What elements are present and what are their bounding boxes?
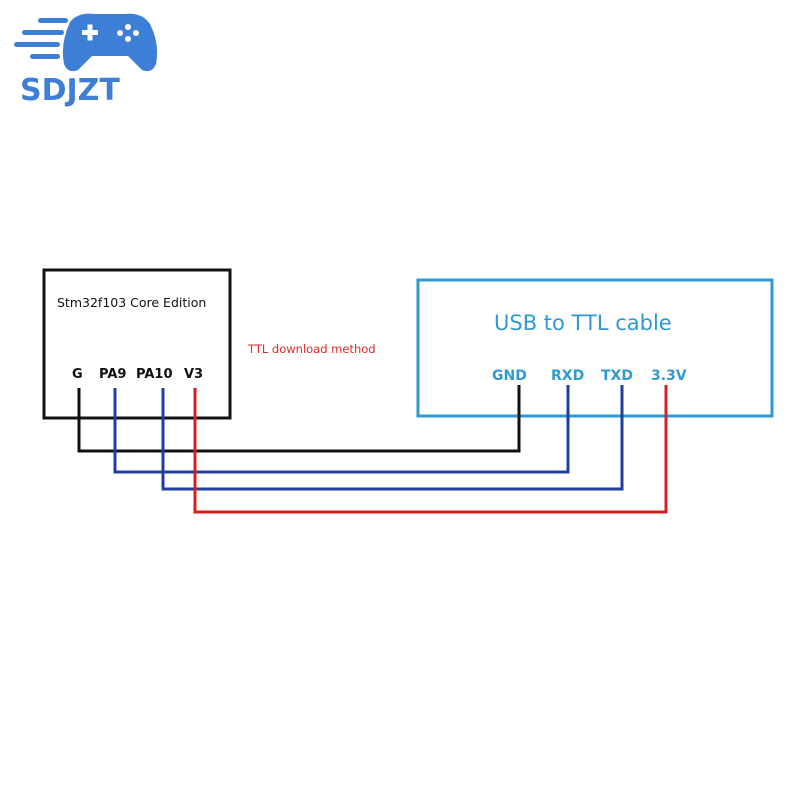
logo-text: SDJZT xyxy=(20,73,120,108)
brand-logo: SDJZT xyxy=(14,13,158,108)
stm32-module: Stm32f103 Core Edition G PA9 PA10 V3 xyxy=(42,268,232,420)
pin-label-pa9: PA9 xyxy=(99,367,126,382)
pin-label-txd: TXD xyxy=(601,368,633,384)
stm32-module-box xyxy=(42,268,232,420)
pin-label-v3: V3 xyxy=(184,367,203,382)
pin-label-3v3: 3.3V xyxy=(651,368,687,384)
pin-label-pa10: PA10 xyxy=(136,367,173,382)
usb-ttl-module-title: USB to TTL cable xyxy=(494,311,672,335)
wire-ground xyxy=(77,385,521,453)
wire-rx-tx xyxy=(161,385,624,491)
stm32-module-title: Stm32f103 Core Edition xyxy=(57,295,206,310)
pin-label-gnd: GND xyxy=(492,368,527,384)
wire-power xyxy=(193,385,668,514)
wires xyxy=(77,385,668,514)
gamepad-icon xyxy=(14,13,158,72)
pin-label-rxd: RXD xyxy=(551,368,584,384)
diagram-caption: TTL download method xyxy=(247,342,376,356)
pin-label-g: G xyxy=(72,367,83,382)
usb-ttl-module: USB to TTL cable GND RXD TXD 3.3V xyxy=(416,278,774,418)
usb-ttl-module-box xyxy=(416,278,774,418)
wire-tx-rx xyxy=(113,385,570,474)
